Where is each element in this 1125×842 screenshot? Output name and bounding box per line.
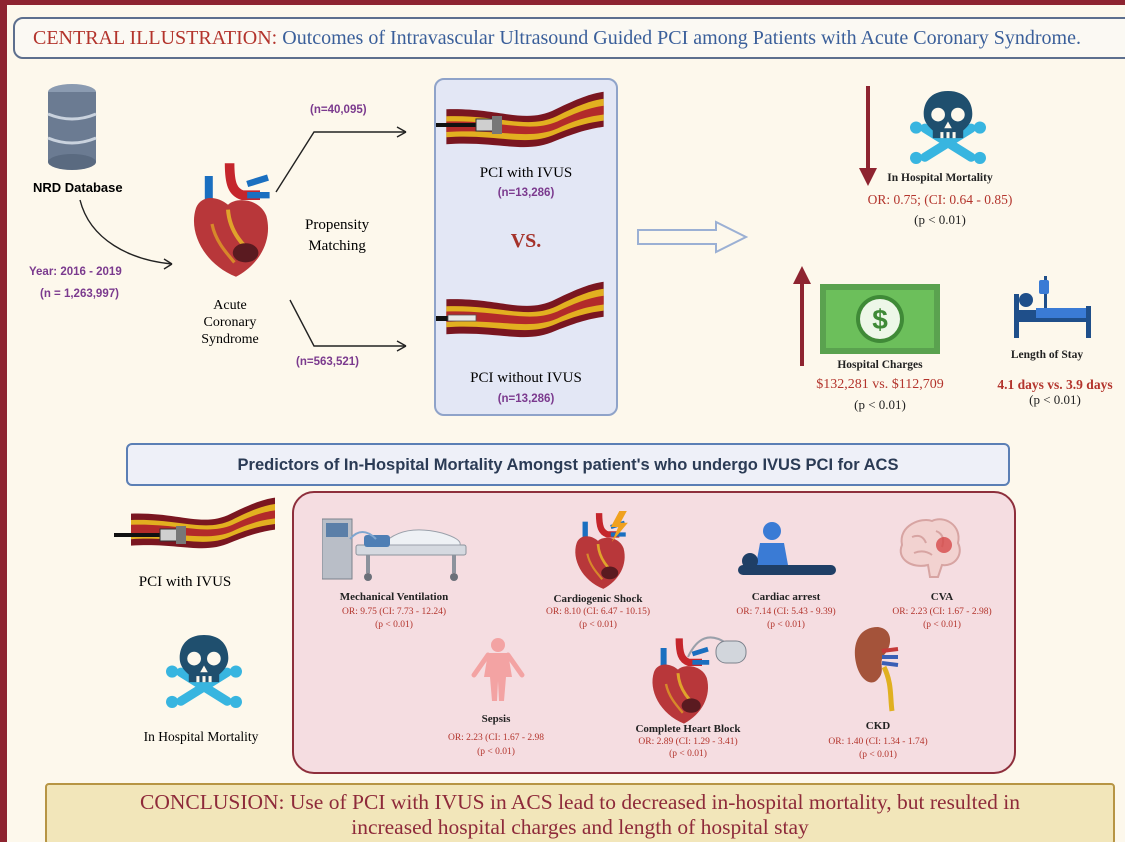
charges-label: Hospital Charges (837, 359, 923, 371)
predictor-ventilation-name: Mechanical Ventilation (339, 591, 449, 603)
dollar-bill-icon: $ (820, 284, 940, 354)
ventilator-bed-icon (322, 518, 467, 581)
frame-top-border (0, 0, 1125, 5)
group-without-ivus: PCI without IVUS (470, 370, 582, 386)
conclusion-box: CONCLUSION: Use of PCI with IVUS in ACS … (45, 783, 1115, 842)
predictor-ckd-p: (p < 0.01) (859, 750, 897, 760)
predictor-arrest-name: Cardiac arrest (751, 591, 821, 603)
matching-label-line: Matching (308, 238, 366, 254)
predictor-shock-p: (p < 0.01) (579, 620, 617, 630)
kidney-icon (854, 627, 899, 712)
group-with-ivus: PCI with IVUS (479, 165, 573, 181)
matching-upper-n: (n=40,095) (310, 104, 367, 116)
predictor-heartblock-stat: OR: 2.89 (CI: 1.29 - 3.41) (638, 737, 738, 747)
mortality-p: (p < 0.01) (914, 212, 966, 227)
skull-crossbones-icon (910, 88, 986, 164)
conclusion-text: CONCLUSION: Use of PCI with IVUS in ACS … (47, 790, 1113, 840)
matching-arrows (275, 126, 407, 352)
predictor-cva-p: (p < 0.01) (923, 620, 961, 630)
los-p: (p < 0.01) (1029, 392, 1081, 407)
left-mortality-label: In Hospital Mortality (143, 729, 259, 744)
propensity-matching-label: Propensity Matching (305, 215, 369, 257)
conclusion-line-1: CONCLUSION: Use of PCI with IVUS in ACS … (139, 790, 1020, 814)
los-stat: 4.1 days vs. 3.9 days (997, 377, 1113, 392)
conclusion-line-2: increased hospital charges and length of… (351, 815, 809, 839)
predictor-heartblock-name: Complete Heart Block (635, 723, 741, 735)
predictor-shock-stat: OR: 8.10 (CI: 6.47 - 10.15) (546, 607, 650, 617)
predictor-shock-name: Cardiogenic Shock (553, 593, 643, 605)
acs-label-line: Acute (213, 298, 247, 313)
predictors-panel: Mechanical Ventilation OR: 9.75 (CI: 7.7… (292, 491, 1016, 774)
group-with-ivus-n: (n=13,286) (497, 187, 555, 199)
database-n: (n = 1,263,997) (40, 288, 119, 300)
ivus-probe-icon (114, 526, 186, 544)
result-arrow-icon (637, 220, 749, 254)
matching-label-line: Propensity (305, 217, 370, 233)
skull-crossbones-left-icon (166, 632, 242, 708)
frame-left-border (0, 0, 7, 842)
predictor-arrest-p: (p < 0.01) (767, 620, 805, 630)
heart-lightning-icon (566, 507, 630, 595)
database-years: Year: 2016 - 2019 (29, 266, 122, 278)
decrease-arrow-icon (859, 86, 877, 186)
predictor-sepsis-p: (p < 0.01) (477, 747, 515, 757)
matching-lower-n: (n=563,521) (296, 356, 359, 368)
left-pci-label: PCI with IVUS (138, 574, 232, 590)
group-without-ivus-n: (n=13,286) (497, 393, 555, 405)
predictor-cva-stat: OR: 2.23 (CI: 1.67 - 2.98) (892, 607, 992, 617)
title-box: CENTRAL ILLUSTRATION: Outcomes of Intrav… (13, 17, 1125, 59)
predictor-ckd-name: CKD (865, 720, 891, 732)
groups-panel: PCI with IVUS (n=13,286) VS. PCI without… (434, 78, 618, 416)
database-to-acs-arrow (79, 199, 173, 270)
charges-stat: $132,281 vs. $112,709 (816, 377, 944, 392)
versus-label: VS. (510, 230, 542, 252)
predictor-sepsis-name: Sepsis (481, 713, 511, 725)
acs-label: Acute Coronary Syndrome (180, 297, 280, 348)
predictor-ventilation-p: (p < 0.01) (375, 620, 413, 630)
hospital-bed-icon (1014, 276, 1091, 338)
acs-label-line: Coronary (203, 315, 257, 330)
predictor-sepsis-stat: OR: 2.23 (CI: 1.67 - 2.98 (447, 733, 545, 743)
predictor-cva-name: CVA (930, 591, 954, 603)
predictor-ckd-stat: OR: 1.40 (CI: 1.34 - 1.74) (828, 737, 928, 747)
database-icon (47, 84, 97, 170)
increase-arrow-icon (793, 266, 811, 366)
predictor-ventilation-stat: OR: 9.75 (CI: 7.73 - 12.24) (342, 607, 446, 617)
charges-p: (p < 0.01) (854, 397, 906, 412)
mortality-label: In Hospital Mortality (887, 172, 993, 184)
human-body-icon (471, 638, 525, 701)
cpr-icon (738, 522, 836, 575)
los-label: Length of Stay (1010, 349, 1084, 361)
guidewire-icon (436, 314, 477, 322)
predictor-arrest-stat: OR: 7.14 (CI: 5.43 - 9.39) (736, 607, 836, 617)
acs-label-line: Syndrome (201, 332, 259, 347)
title-text: Outcomes of Intravascular Ultrasound Gui… (282, 27, 1081, 49)
svg-text:$: $ (872, 304, 888, 335)
predictor-heartblock-p: (p < 0.01) (669, 749, 707, 759)
predictors-heading: Predictors of In-Hospital Mortality Amon… (237, 456, 899, 474)
heart-icon (180, 150, 276, 290)
title-prefix: CENTRAL ILLUSTRATION: (33, 27, 278, 49)
predictors-heading-box: Predictors of In-Hospital Mortality Amon… (126, 443, 1010, 486)
page-title: CENTRAL ILLUSTRATION: Outcomes of Intrav… (33, 27, 1081, 50)
pacemaker-heart-icon (642, 627, 747, 727)
database-label: NRD Database (33, 180, 123, 195)
ivus-catheter-icon (436, 116, 502, 134)
mortality-stat: OR: 0.75; (CI: 0.64 - 0.85) (867, 192, 1013, 207)
brain-icon (899, 518, 961, 578)
